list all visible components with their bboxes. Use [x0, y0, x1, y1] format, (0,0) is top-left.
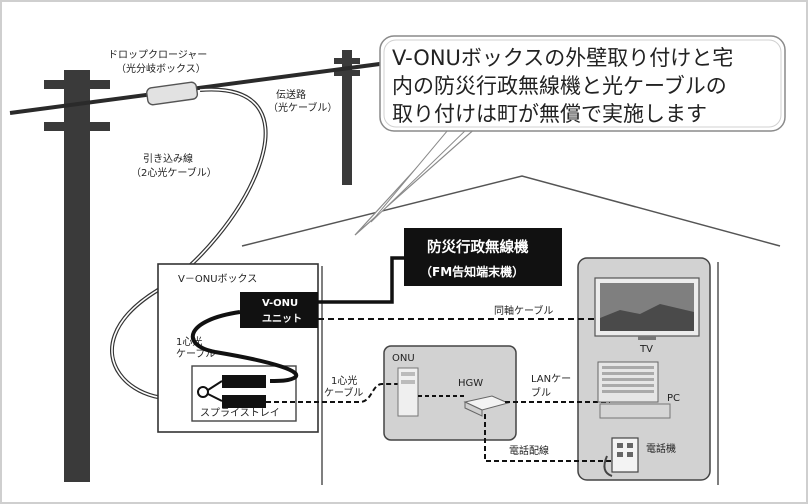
vonu-unit-label-1: V-ONU: [262, 298, 298, 309]
radio-cable: [318, 256, 404, 304]
transmission-label-2: （光ケーブル）: [268, 101, 337, 114]
callout-line2: 内の防災行政無線機と光ケーブルの: [392, 74, 727, 98]
coax-label: 同軸ケーブル: [494, 304, 553, 317]
one-core-cable-to-onu: [266, 383, 400, 403]
onu-device: [397, 367, 419, 417]
callout-bubble: [379, 35, 786, 132]
phone-line: [484, 414, 612, 462]
lan-label-1: LANケー: [531, 373, 571, 385]
drop-closure-label-2: （光分岐ボックス）: [116, 62, 206, 75]
radio-label-1: 防災行政無線機: [427, 238, 529, 256]
pc-label: PC: [667, 393, 680, 404]
utility-pole-left: [44, 70, 110, 482]
splice-tray-label: スプライストレイ: [200, 407, 280, 419]
vonu-unit-label-2: ユニット: [262, 313, 302, 325]
phone-line-label: 電話配線: [509, 444, 549, 457]
lead-in-label-1: 引き込み線: [143, 152, 193, 165]
transmission-label-1: 伝送路: [276, 88, 306, 101]
phone-icon: [603, 437, 639, 477]
utility-pole-right: [334, 50, 360, 185]
radio-label-2: （FM告知端末機）: [420, 264, 524, 279]
lan-label-2: ブル: [531, 386, 551, 399]
vonu-box-label: V－ONUボックス: [178, 273, 257, 285]
hgw-label: HGW: [458, 378, 483, 389]
drop-closure-box: [146, 81, 199, 106]
splice-point: [197, 386, 209, 398]
one-core-b-label-2: ケーブル: [324, 386, 363, 399]
splice-connector-bottom: [222, 395, 266, 408]
phone-label: 電話機: [646, 442, 676, 455]
one-core-b-label-1: 1心光: [331, 374, 357, 387]
tv-label: TV: [639, 344, 653, 355]
onu-label: ONU: [392, 353, 415, 364]
tv-icon: [594, 277, 700, 340]
drop-closure-label-1: ドロップクロージャー: [108, 49, 207, 61]
vonu-unit: [240, 292, 318, 328]
callout-line3: 取り付けは町が無償で実施します: [392, 102, 707, 126]
disaster-radio-unit: 防災行政無線機 （FM告知端末機）: [404, 228, 562, 286]
house-roof: [241, 175, 781, 247]
splice-connector-top: [222, 375, 266, 388]
vonu-internal-fiber: [191, 310, 298, 383]
lead-in-label-2: （2心光ケーブル）: [131, 166, 217, 179]
pc-icon: [597, 361, 671, 419]
callout-line1: V-ONUボックスの外壁取り付けと宅: [392, 46, 733, 70]
